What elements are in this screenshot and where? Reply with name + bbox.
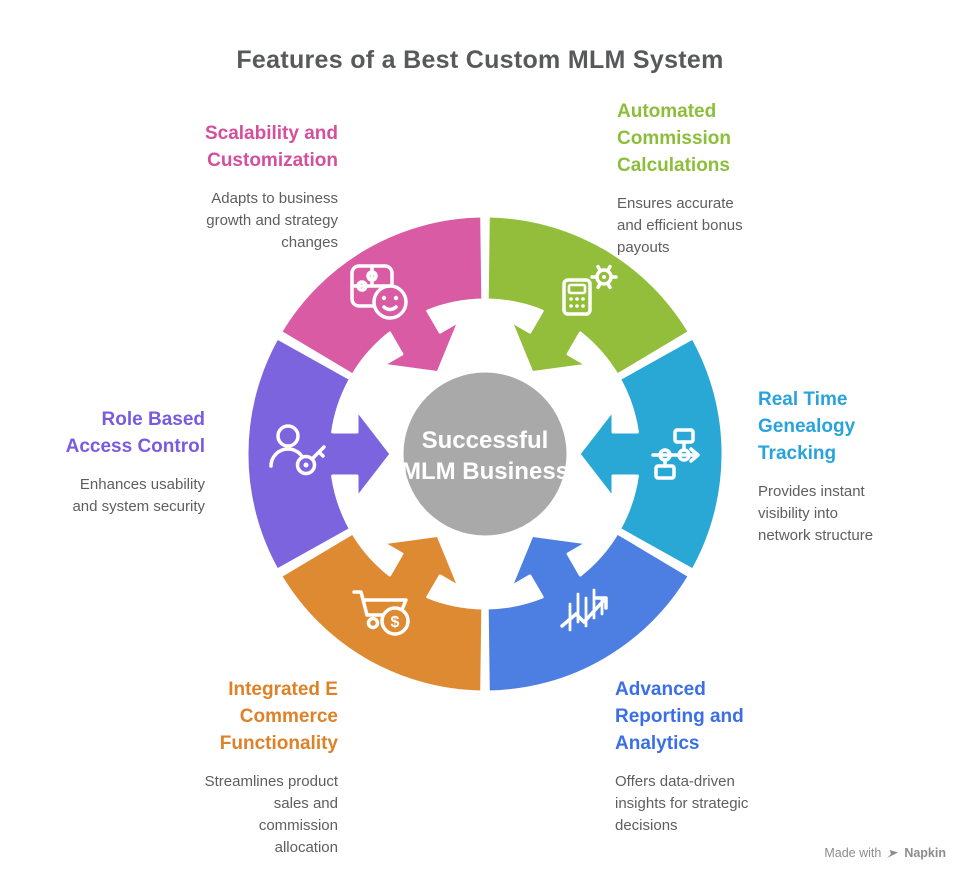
feature-description: Offers data-driven insights for strategi… — [615, 773, 749, 834]
calculator-gear-icon — [562, 264, 618, 316]
feature-label-reporting-analytics: Advanced Reporting and Analytics Offers … — [615, 676, 780, 837]
napkin-brand-text: Napkin — [904, 846, 946, 860]
segment-genealogy-tracking — [577, 336, 725, 572]
napkin-logo-icon — [887, 849, 899, 858]
svg-text:$: $ — [391, 614, 400, 631]
made-with-napkin-badge: Made with Napkin — [824, 846, 946, 860]
feature-title: Advanced Reporting and Analytics — [615, 679, 744, 754]
feature-title: Integrated E Commerce Functionality — [219, 679, 338, 754]
feature-label-automated-commission: Automated Commission Calculations Ensure… — [617, 98, 767, 259]
feature-description: Adapts to business growth and strategy c… — [206, 190, 338, 251]
feature-description: Streamlines product sales and commission… — [204, 773, 338, 856]
user-key-icon — [269, 424, 326, 476]
chart-arrow-icon — [560, 588, 608, 632]
cart-dollar-icon: $ — [352, 590, 410, 636]
center-hub-circle — [398, 367, 572, 541]
feature-description: Enhances usability and system security — [72, 476, 205, 515]
page-title: Features of a Best Custom MLM System — [236, 46, 724, 74]
made-with-text: Made with — [824, 846, 882, 860]
feature-description: Provides instant visibility into network… — [758, 483, 874, 544]
feature-title: Scalability and Customization — [204, 123, 338, 171]
center-hub-label: Successful MLM Business — [400, 427, 570, 485]
segment-ecommerce — [279, 531, 485, 694]
feature-label-access-control: Role Based Access Control Enhances usabi… — [55, 406, 205, 518]
puzzle-smiley-icon — [350, 264, 408, 320]
feature-title: Real Time Genealogy Tracking — [758, 389, 856, 464]
feature-title: Role Based Access Control — [65, 409, 205, 457]
feature-label-scalability: Scalability and Customization Adapts to … — [178, 120, 338, 254]
segment-reporting-analytics — [485, 531, 691, 694]
feature-label-genealogy-tracking: Real Time Genealogy Tracking Provides in… — [758, 386, 893, 547]
flowchart-icon — [651, 428, 700, 480]
feature-description: Ensures accurate and efficient bonus pay… — [617, 195, 743, 256]
feature-label-ecommerce: Integrated E Commerce Functionality Stre… — [188, 676, 338, 859]
feature-title: Automated Commission Calculations — [617, 101, 732, 176]
